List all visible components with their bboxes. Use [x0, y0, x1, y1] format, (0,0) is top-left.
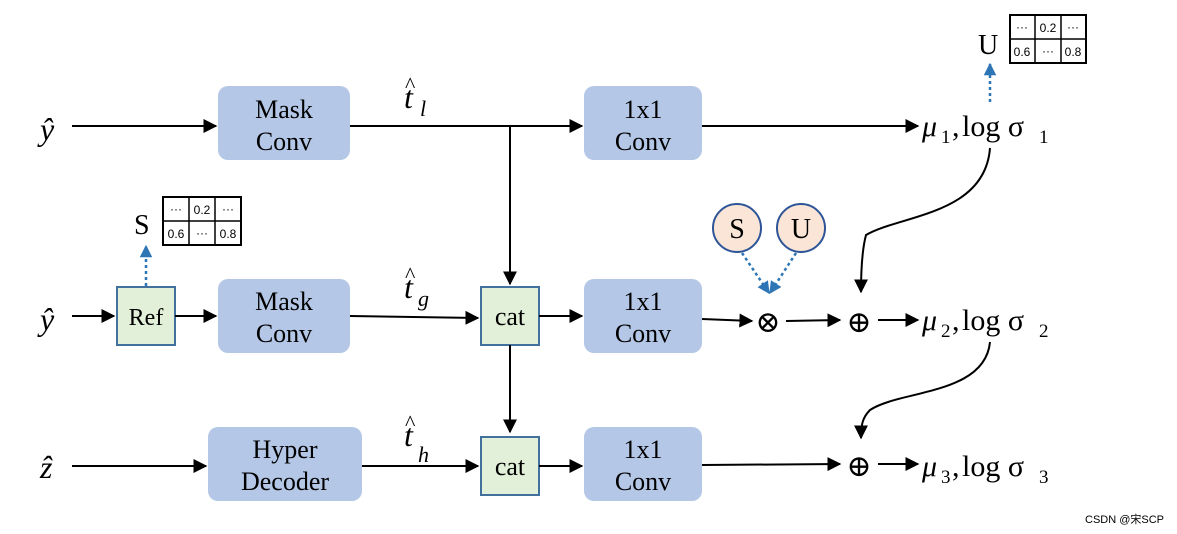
- t-l-sub: l: [420, 96, 426, 121]
- t-h-base: t: [404, 417, 414, 453]
- output-3-comma: ,: [952, 450, 960, 483]
- matrix-u-r1c1: ···: [1016, 20, 1028, 34]
- matrix-s-label: S: [134, 210, 150, 241]
- conv1x1-2-line1: 1x1: [624, 287, 663, 316]
- dotted-arrow-u-to-multiply: [768, 252, 798, 295]
- conv1x1-1-line2: Conv: [615, 127, 671, 156]
- matrix-s: ··· 0.2 ··· 0.6 ··· 0.8: [162, 196, 242, 246]
- output-3-log: log σ: [962, 450, 1024, 483]
- matrix-u-r2c1: 0.6: [1014, 45, 1031, 59]
- mask-conv-1-line2: Conv: [256, 127, 312, 156]
- mask-conv-block-1: Mask Conv: [218, 86, 350, 160]
- matrix-u-r2c3: 0.8: [1065, 45, 1082, 59]
- mask-conv-block-2: Mask Conv: [218, 279, 350, 353]
- hyper-decoder-block: Hyper Decoder: [208, 427, 362, 501]
- conv1x1-block-2: 1x1 Conv: [584, 279, 702, 353]
- output-1-mu: μ: [921, 110, 937, 143]
- mask-conv-2-line2: Conv: [256, 319, 312, 348]
- matrix-u-r1c2: 0.2: [1040, 21, 1057, 35]
- matrix-u-label: U: [978, 30, 998, 61]
- t-h-sub: h: [418, 442, 429, 467]
- output-row3: μ 3 , log σ 3: [921, 450, 1049, 488]
- t-h-hat: ^: [405, 410, 416, 435]
- t-l-base: t: [404, 79, 414, 115]
- output-1-mu-sub: 1: [941, 127, 951, 148]
- conv1x1-block-1: 1x1 Conv: [584, 86, 702, 160]
- cat-block-1: cat: [480, 286, 540, 346]
- matrix-s-r2c1: 0.6: [168, 227, 185, 241]
- feature-t-g: t ^ g: [404, 262, 429, 311]
- output-3-sigma-sub: 3: [1039, 467, 1049, 488]
- cat-block-2: cat: [480, 436, 540, 496]
- feature-t-h: t ^ h: [404, 410, 429, 467]
- input-y-hat-row2: ŷ: [37, 301, 55, 337]
- curved-arrow-output1-to-add1: [854, 147, 991, 294]
- t-g-sub: g: [418, 286, 429, 311]
- add-operator-1: ⊕: [846, 306, 871, 339]
- matrix-s-r1c1: ···: [170, 202, 182, 216]
- conv1x1-1-line1: 1x1: [624, 95, 663, 124]
- cat-2-label: cat: [495, 452, 526, 481]
- matrix-u-r1c3: ···: [1067, 20, 1079, 34]
- arrow-conv2-to-multiply: [701, 313, 754, 328]
- output-3-mu: μ: [921, 450, 937, 483]
- conv1x1-3-line2: Conv: [615, 467, 671, 496]
- multiply-operator: ⊗: [755, 306, 780, 339]
- circle-s: S: [712, 203, 762, 253]
- output-2-mu-sub: 2: [941, 321, 951, 342]
- t-g-base: t: [404, 269, 414, 305]
- t-g-hat: ^: [405, 262, 416, 287]
- output-1-log: log σ: [962, 110, 1024, 143]
- conv1x1-2-line2: Conv: [615, 319, 671, 348]
- output-2-sigma-sub: 2: [1039, 321, 1049, 342]
- watermark: CSDN @宋SCP: [1085, 512, 1164, 526]
- conv1x1-block-3: 1x1 Conv: [584, 427, 702, 501]
- cat-1-label: cat: [495, 302, 526, 331]
- ref-block: Ref: [116, 286, 176, 346]
- ref-label: Ref: [129, 305, 164, 331]
- hyper-decoder-line1: Hyper: [253, 435, 318, 464]
- matrix-s-r2c3: 0.8: [220, 227, 237, 241]
- input-z-hat: ẑ: [39, 449, 53, 485]
- matrix-s-r2c2: ···: [196, 226, 208, 240]
- output-3-mu-sub: 3: [941, 467, 951, 488]
- output-row1: μ 1 , log σ 1: [921, 110, 1049, 148]
- output-2-comma: ,: [952, 304, 960, 337]
- circle-u-label: U: [791, 214, 811, 245]
- hyper-decoder-line2: Decoder: [241, 467, 329, 496]
- output-2-mu: μ: [921, 304, 937, 337]
- t-l-hat: ^: [405, 72, 416, 97]
- input-y-hat-row1: ŷ: [37, 111, 55, 147]
- output-1-sigma-sub: 1: [1039, 127, 1049, 148]
- circle-u: U: [776, 203, 826, 253]
- output-row2: μ 2 , log σ 2: [921, 304, 1049, 342]
- matrix-u-r2c2: ···: [1042, 44, 1054, 58]
- output-1-comma: ,: [952, 110, 960, 143]
- arrow-maskconv2-to-cat1: [349, 310, 480, 325]
- arrow-multiply-to-add1: [785, 313, 842, 328]
- conv1x1-3-line1: 1x1: [624, 435, 663, 464]
- mask-conv-1-line1: Mask: [255, 95, 313, 124]
- dotted-arrow-s-to-multiply: [740, 252, 771, 295]
- feature-t-l: t ^ l: [404, 72, 426, 121]
- add-operator-2: ⊕: [846, 450, 871, 483]
- output-2-log: log σ: [962, 304, 1024, 337]
- matrix-u: ··· 0.2 ··· 0.6 ··· 0.8: [1009, 14, 1087, 64]
- arrow-conv3-to-add2: [701, 457, 842, 472]
- curved-arrow-output2-to-add2: [854, 341, 991, 440]
- circle-s-label: S: [729, 214, 745, 245]
- mask-conv-2-line1: Mask: [255, 287, 313, 316]
- matrix-s-r1c2: 0.2: [194, 203, 211, 217]
- matrix-s-r1c3: ···: [222, 202, 234, 216]
